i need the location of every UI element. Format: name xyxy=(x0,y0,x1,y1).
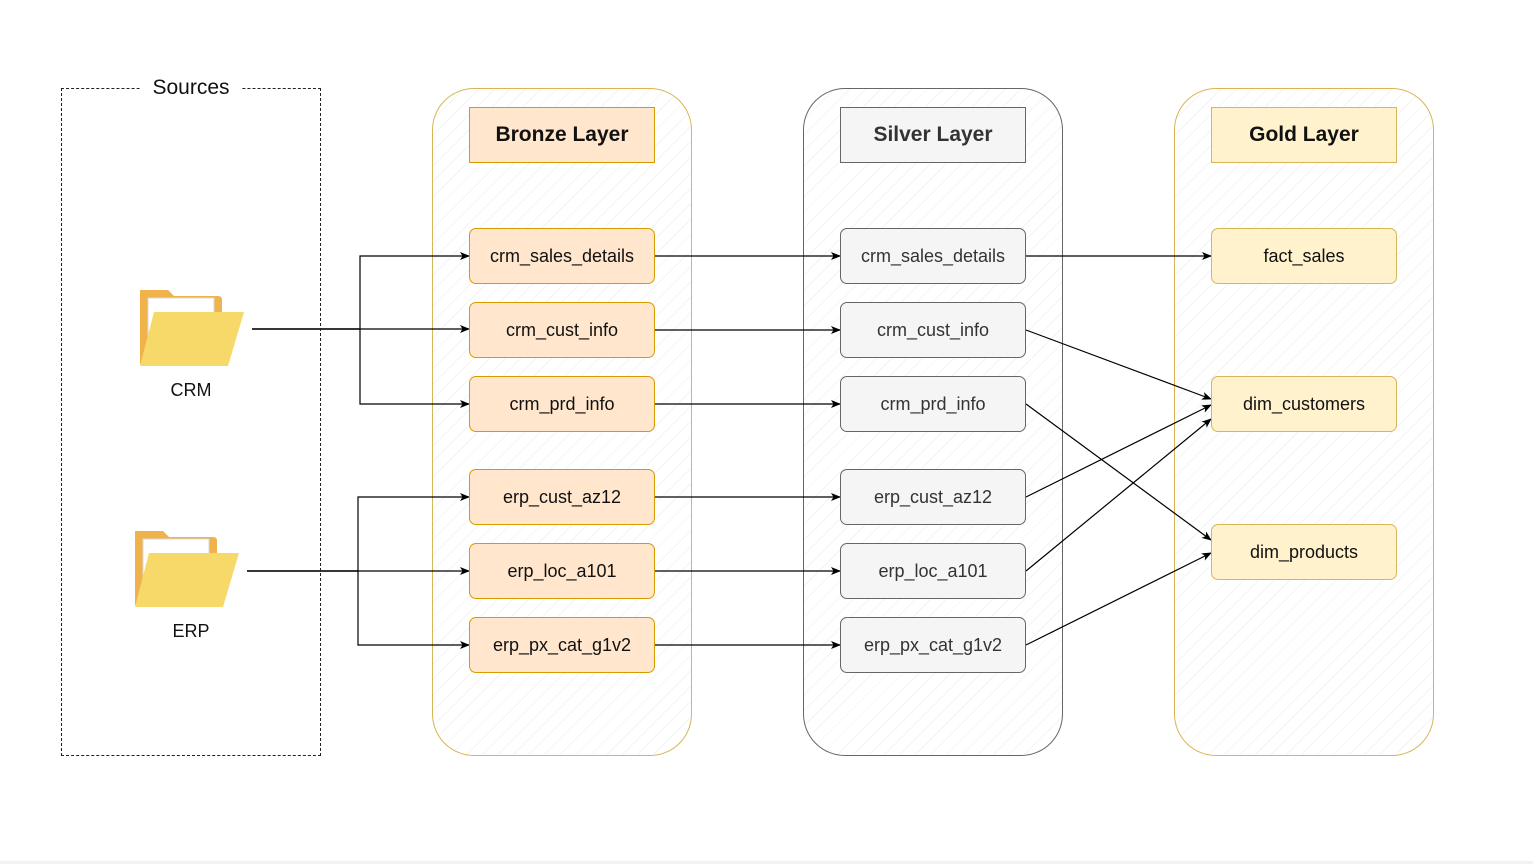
source-label-crm: CRM xyxy=(170,380,212,400)
silver-table-crm-cust-info: crm_cust_info xyxy=(840,302,1026,358)
bronze-table-crm-cust-info: crm_cust_info xyxy=(469,302,655,358)
folder-icon xyxy=(140,290,244,366)
silver-table-erp-px-cat-g1v2: erp_px_cat_g1v2 xyxy=(840,617,1026,673)
gold-layer-title: Gold Layer xyxy=(1211,107,1397,163)
source-label-erp: ERP xyxy=(172,621,210,641)
bronze-table-erp-cust-az12: erp_cust_az12 xyxy=(469,469,655,525)
bronze-table-crm-prd-info: crm_prd_info xyxy=(469,376,655,432)
bronze-layer-title: Bronze Layer xyxy=(469,107,655,163)
silver-table-crm-sales-details: crm_sales_details xyxy=(840,228,1026,284)
bottom-divider xyxy=(0,861,1533,864)
bronze-table-crm-sales-details: crm_sales_details xyxy=(469,228,655,284)
gold-table-fact-sales: fact_sales xyxy=(1211,228,1397,284)
bronze-table-erp-loc-a101: erp_loc_a101 xyxy=(469,543,655,599)
sources-title: Sources xyxy=(140,74,242,102)
folder-front xyxy=(140,312,244,366)
gold-table-dim-customers: dim_customers xyxy=(1211,376,1397,432)
gold-table-dim-products: dim_products xyxy=(1211,524,1397,580)
folder-front xyxy=(135,553,239,607)
silver-layer-title: Silver Layer xyxy=(840,107,1026,163)
silver-table-erp-loc-a101: erp_loc_a101 xyxy=(840,543,1026,599)
folder-icon xyxy=(135,531,239,607)
sources-group xyxy=(61,88,321,756)
silver-table-erp-cust-az12: erp_cust_az12 xyxy=(840,469,1026,525)
silver-table-crm-prd-info: crm_prd_info xyxy=(840,376,1026,432)
bronze-table-erp-px-cat-g1v2: erp_px_cat_g1v2 xyxy=(469,617,655,673)
